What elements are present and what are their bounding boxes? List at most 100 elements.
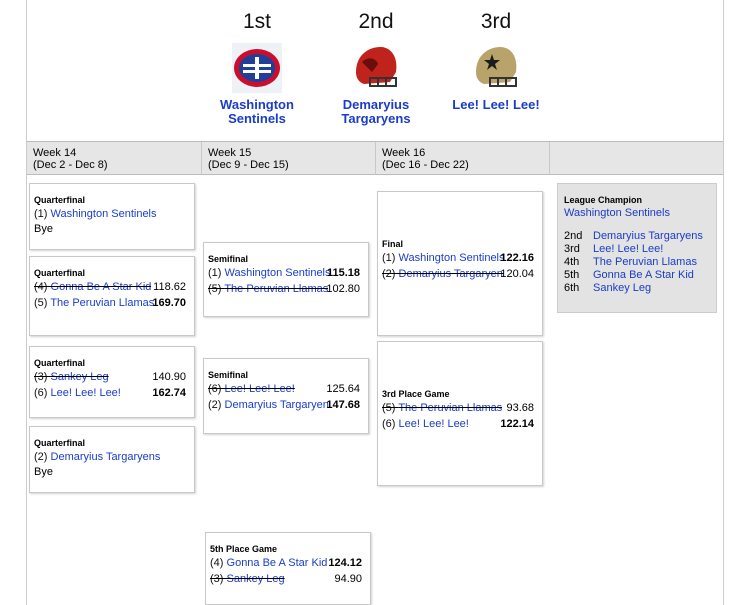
team-row: (3) Sankey Leg 140.90 <box>34 369 190 385</box>
seed: (5) <box>382 402 396 414</box>
team-link[interactable]: Gonna Be A Star Kid <box>226 557 328 569</box>
matchup-title: Semifinal <box>208 254 249 264</box>
seed: (6) <box>34 387 48 399</box>
week-header-bar: Week 14 (Dec 2 - Dec 8) Week 15 (Dec 9 -… <box>27 141 723 175</box>
score: 140.90 <box>152 371 186 383</box>
quarterfinal-3: Quarterfinal (3) Sankey Leg 140.90 (6) L… <box>29 346 195 418</box>
team-link[interactable]: Washington Sentinels <box>50 208 157 220</box>
final-game: Final (1) Washington Sentinels 122.16 (2… <box>377 191 543 336</box>
podium-team-link[interactable]: Demaryius Targaryens <box>341 97 411 126</box>
seed: (3) <box>210 573 224 585</box>
targaryens-helmet-icon[interactable] <box>350 42 402 94</box>
standing-row: 5th Gonna Be A Star Kid <box>564 269 710 282</box>
seed: (2) <box>382 268 396 280</box>
matchup-title: Quarterfinal <box>34 195 86 205</box>
seed: (3) <box>34 371 48 383</box>
score: 115.18 <box>326 267 360 279</box>
team-link[interactable]: Lee! Lee! Lee! <box>398 418 469 430</box>
team-link[interactable]: Lee! Lee! Lee! <box>224 383 295 395</box>
score: 162.74 <box>152 387 186 399</box>
team-link[interactable]: Lee! Lee! Lee! <box>50 387 121 399</box>
standing-team-link[interactable]: Demaryius Targaryens <box>593 230 703 242</box>
podium-team-link[interactable]: Lee! Lee! Lee! <box>452 97 540 112</box>
team-row: (1) Washington Sentinels 122.16 <box>382 250 538 266</box>
team-row: (4) Gonna Be A Star Kid 118.62 <box>34 279 190 295</box>
team-link[interactable]: Demaryius Targaryens <box>50 451 161 463</box>
team-link[interactable]: Washington Sentinels <box>398 252 504 264</box>
seed: (2) <box>34 451 48 463</box>
score: 118.62 <box>153 281 186 293</box>
podium-second: 2nd Demaryius Targaryens <box>311 8 441 126</box>
team-link[interactable]: Sankey Leg <box>50 371 109 383</box>
team-link[interactable]: Washington Sentinels <box>224 267 330 279</box>
matchup-title: Final <box>382 239 404 249</box>
seed: (4) <box>34 281 48 293</box>
seed: (1) <box>208 267 222 279</box>
team-row: (6) Lee! Lee! Lee! 162.74 <box>34 385 190 401</box>
week-dates: (Dec 16 - Dec 22) <box>382 159 469 171</box>
third-place-game: 3rd Place Game (5) The Peruvian Llamas 9… <box>377 341 543 486</box>
team-link[interactable]: The Peruvian Llamas <box>398 402 503 414</box>
champion-title: League Champion <box>564 195 643 205</box>
team-link[interactable]: Sankey Leg <box>226 573 285 585</box>
matchup-title: Quarterfinal <box>34 438 86 448</box>
week-label: Week 15 <box>208 147 252 159</box>
team-link[interactable]: Demaryius Targaryens <box>224 399 330 411</box>
week-15-header: Week 15 (Dec 9 - Dec 15) <box>201 142 375 175</box>
semifinal-1: Semifinal (1) Washington Sentinels 115.1… <box>203 242 369 317</box>
score: 169.70 <box>152 297 186 309</box>
sentinels-helmet-icon[interactable] <box>231 42 283 94</box>
team-row: (5) The Peruvian Llamas 93.68 <box>382 400 538 416</box>
bye-label: Bye <box>34 466 53 478</box>
score: 122.16 <box>500 252 534 264</box>
seed: (5) <box>34 297 48 309</box>
standing-team-link[interactable]: The Peruvian Llamas <box>593 256 697 268</box>
lee-helmet-icon[interactable] <box>470 42 522 94</box>
team-row: (1) Washington Sentinels <box>34 206 190 222</box>
bracket-frame <box>26 0 724 605</box>
seed: (1) <box>382 252 396 264</box>
standing-team-link[interactable]: Gonna Be A Star Kid <box>593 269 694 281</box>
standing-place: 5th <box>564 269 580 281</box>
team-row: (5) The Peruvian Llamas 169.70 <box>34 295 190 311</box>
score: 125.64 <box>326 383 360 395</box>
team-row: (2) Demaryius Targaryens 147.68 <box>208 397 364 413</box>
podium-third: 3rd Lee! Lee! Lee! <box>431 8 561 112</box>
standing-team-link[interactable]: Sankey Leg <box>593 282 652 294</box>
score: 102.80 <box>326 283 360 295</box>
score: 120.04 <box>500 268 534 280</box>
week-16-header: Week 16 (Dec 16 - Dec 22) <box>375 142 549 175</box>
team-link[interactable]: The Peruvian Llamas <box>50 297 155 309</box>
week-label: Week 14 <box>33 147 77 159</box>
team-row: (6) Lee! Lee! Lee! 122.14 <box>382 416 538 432</box>
seed: (5) <box>208 283 222 295</box>
podium-place: 2nd <box>358 10 394 33</box>
score: 124.12 <box>328 557 362 569</box>
score: 93.68 <box>506 402 534 414</box>
standing-team-link[interactable]: Lee! Lee! Lee! <box>593 243 664 255</box>
team-link[interactable]: Gonna Be A Star Kid <box>50 281 152 293</box>
quarterfinal-1: Quarterfinal (1) Washington Sentinels By… <box>29 183 195 250</box>
standing-place: 3rd <box>564 243 580 255</box>
seed: (1) <box>34 208 48 220</box>
matchup-title: Quarterfinal <box>34 358 86 368</box>
team-row: (3) Sankey Leg 94.90 <box>210 571 366 587</box>
score: 94.90 <box>334 573 362 585</box>
team-row: (5) The Peruvian Llamas 102.80 <box>208 281 364 297</box>
podium-place: 3rd <box>480 10 512 33</box>
team-row: (4) Gonna Be A Star Kid 124.12 <box>210 555 366 571</box>
week-dates: (Dec 9 - Dec 15) <box>208 159 289 171</box>
team-link[interactable]: The Peruvian Llamas <box>224 283 329 295</box>
quarterfinal-4: Quarterfinal (2) Demaryius Targaryens By… <box>29 426 195 493</box>
champion-team-link[interactable]: Washington Sentinels <box>564 207 670 219</box>
quarterfinal-2: Quarterfinal (4) Gonna Be A Star Kid 118… <box>29 256 195 336</box>
standing-row: 3rd Lee! Lee! Lee! <box>564 243 710 256</box>
team-link[interactable]: Demaryius Targaryens <box>398 268 504 280</box>
podium-team-link[interactable]: Washington Sentinels <box>220 97 294 126</box>
week-dates: (Dec 2 - Dec 8) <box>33 159 108 171</box>
fifth-place-game: 5th Place Game (4) Gonna Be A Star Kid 1… <box>205 532 371 605</box>
matchup-title: Quarterfinal <box>34 268 86 278</box>
